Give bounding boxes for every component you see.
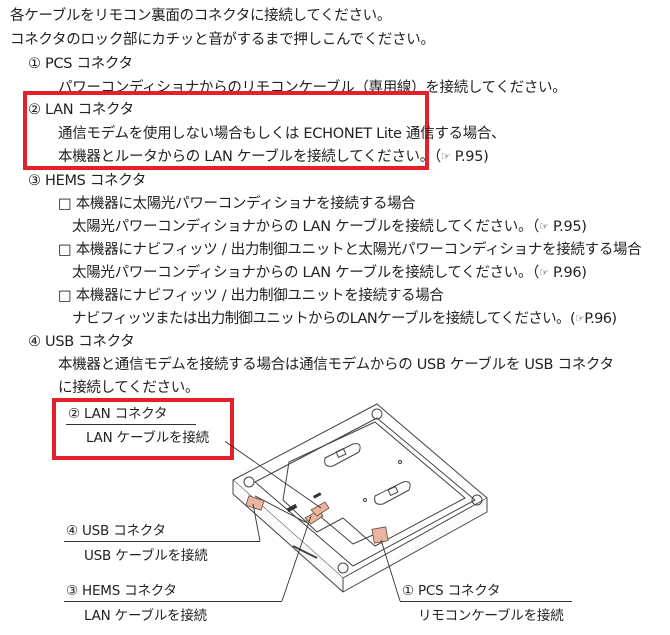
figure-label-usb-rule [64,541,260,542]
figure-label-hems-sub: LAN ケーブルを接続 [84,608,207,624]
page-ref: P.96) [548,265,587,281]
figure-label-hems-rule [64,601,282,602]
figure-label-lan-title: ② LAN コネクタ [68,406,168,422]
figure-label-pcs-sub: リモコンケーブルを接続 [418,608,564,624]
figure-label-usb-sub: USB ケーブルを接続 [84,548,208,564]
hems-case-1-condition: □ 本機器に太陽光パワーコンディショナを接続する場合 [58,196,416,212]
hems-case-1-action: 太陽光パワーコンディショナからの LAN ケーブルを接続してください。（☞ P.… [72,219,587,235]
pointing-hand-icon: ☞ [539,220,549,233]
pointing-hand-icon: ☞ [575,312,585,325]
page-ref: P.95) [548,219,587,235]
lan-highlight-box [23,91,429,170]
checkbox-bullet-icon: □ [58,242,72,258]
pointing-hand-icon: ☞ [539,266,549,279]
hems-case-2-condition: □ 本機器にナビフィッツ / 出力制御ユニットと太陽光パワーコンディショナを接続… [58,242,642,258]
hems-case-3-condition: □ 本機器にナビフィッツ / 出力制御ユニットを接続する場合 [58,288,444,304]
usb-connector-desc-2: に接続してください。 [58,380,200,396]
hems-connector-title: ③ HEMS コネクタ [28,173,147,189]
pcs-connector-title: ① PCS コネクタ [28,56,133,72]
usb-connector-title: ④ USB コネクタ [28,334,135,350]
figure-label-pcs-rule [400,601,572,602]
figure-label-usb-title: ④ USB コネクタ [66,523,166,539]
lan-figure-highlight-box [52,398,234,460]
lan-connector-title: ② LAN コネクタ [28,102,134,118]
checkbox-bullet-icon: □ [58,288,72,304]
usb-connector-desc-1: 本機器と通信モデムを接続する場合は通信モデムからの USB ケーブルを USB … [58,357,614,373]
page-ref: P.96) [584,311,617,327]
figure-label-hems-title: ③ HEMS コネクタ [66,583,177,599]
hems-case-2-action: 太陽光パワーコンディショナからの LAN ケーブルを接続してください。（☞ P.… [72,265,587,281]
pointing-hand-icon: ☞ [440,150,451,163]
remote-controller-back-illustration [225,403,488,602]
hems-case-3-action: ナビフィッツまたは出力制御ユニットからのLANケーブルを接続してください。(☞P… [72,311,617,327]
checkbox-bullet-icon: □ [58,196,72,212]
intro-line-1: 各ケーブルをリモコン裏面のコネクタに接続してください。 [10,8,392,24]
figure-label-pcs-title: ① PCS コネクタ [402,583,501,599]
lan-connector-desc-2: 本機器とルータからの LAN ケーブルを接続してください。（☞ P.95) [58,149,489,165]
intro-line-2: コネクタのロック部にカチッと音がするまで押しこんでください。 [10,32,435,48]
figure-label-lan-rule [66,424,196,425]
lan-connector-desc-1: 通信モデムを使用しない場合もしくは ECHONET Lite 通信する場合、 [58,126,506,142]
figure-label-lan-sub: LAN ケーブルを接続 [86,430,209,446]
page-ref: P.95) [450,149,489,165]
